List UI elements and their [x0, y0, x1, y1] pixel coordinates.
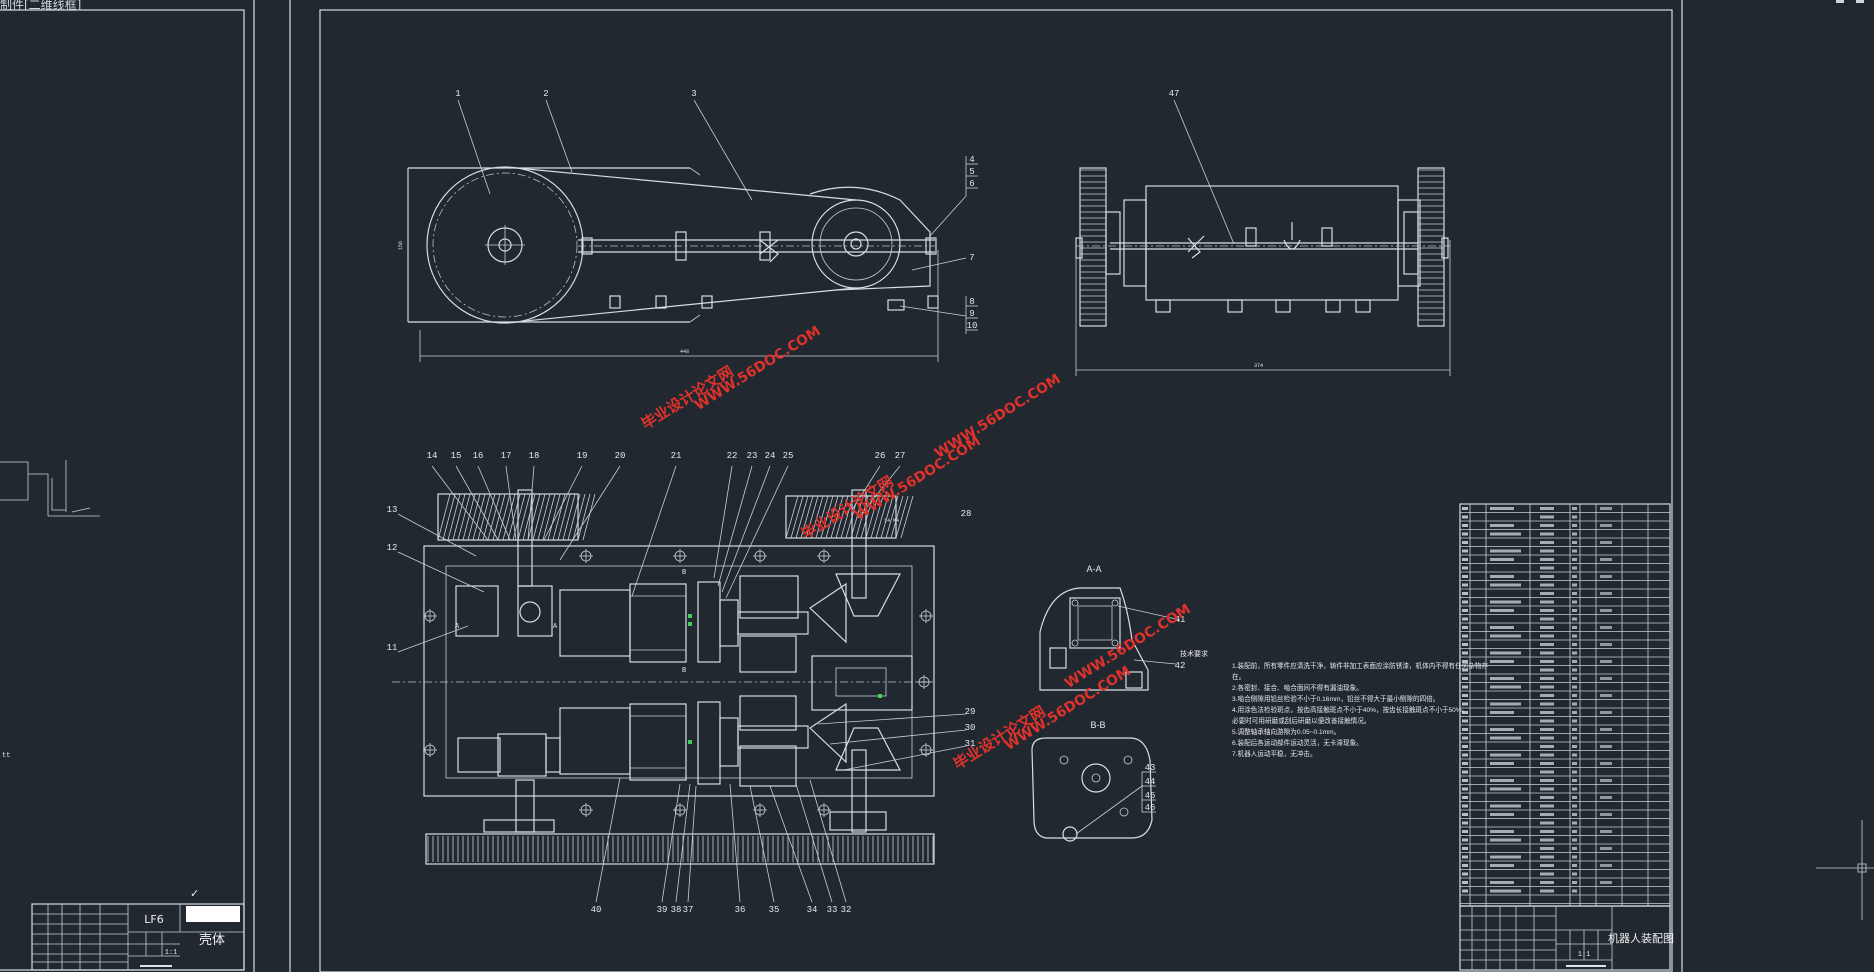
- front-view-wheels: 374: [1075, 99, 1451, 376]
- left-title-block: LF6 1:1 壳体: [31, 903, 245, 971]
- callout-number: 25: [783, 451, 794, 461]
- callout-number: 3: [691, 89, 696, 99]
- plan-view-assembly: A A B B 14 M4: [392, 465, 967, 903]
- callout-number: 35: [769, 905, 780, 915]
- tech-requirement-line: 2.各密封、接合、啮合面间不得有漏油现象。: [1232, 683, 1363, 692]
- callout-number: 11: [387, 643, 398, 653]
- callout-number: 40: [591, 905, 602, 915]
- callout-number: 10: [967, 321, 978, 331]
- callout-number: 34: [807, 905, 818, 915]
- tech-requirement-line: 必要时可用研磨或刮后研磨以便改善接触情况。: [1232, 716, 1370, 725]
- callout-number: 8: [969, 297, 974, 307]
- callout-number: 19: [577, 451, 588, 461]
- callout-number: 23: [747, 451, 758, 461]
- section-bb-label: B-B: [1090, 720, 1105, 730]
- callout-number: 17: [501, 451, 512, 461]
- callout-number: 4: [969, 155, 974, 165]
- callout-number: 16: [473, 451, 484, 461]
- callout-number: 20: [615, 451, 626, 461]
- svg-text:A: A: [553, 623, 558, 631]
- left-title-scale: 1:1: [165, 949, 178, 957]
- main-title-block: 机器人装配图 1:1: [1459, 905, 1674, 971]
- callout-number: 39: [657, 905, 668, 915]
- side-view-belt-drive: 448 156: [398, 99, 978, 362]
- tech-requirement-line: 3.啮合侧隙用铅丝检验不小于0.16mm，铅丝不得大于最小侧隙的四倍。: [1232, 694, 1439, 703]
- technical-requirements: 技术要求 1.装配前，所有零件应清洗干净，铸件非加工表面应涂防锈漆，机体内不得有…: [1180, 649, 1488, 758]
- svg-text:374: 374: [1254, 363, 1263, 369]
- callout-number: 37: [683, 905, 694, 915]
- callout-number: 46: [1145, 803, 1156, 813]
- callout-number: 1: [455, 89, 460, 99]
- callout-number: 13: [387, 505, 398, 515]
- callout-number: 22: [727, 451, 738, 461]
- callout-number: 38: [671, 905, 682, 915]
- left-title-part-name: 壳体: [199, 933, 225, 948]
- svg-text:448: 448: [680, 349, 689, 355]
- tech-requirement-line: 在。: [1232, 672, 1245, 681]
- section-aa-label: A-A: [1086, 564, 1101, 574]
- callout-number: 24: [765, 451, 776, 461]
- watermark-text: WWW.56DOC.COM: [932, 371, 1064, 462]
- section-aa: A-A: [1039, 564, 1181, 691]
- tech-requirements-heading: 技术要求: [1180, 649, 1208, 658]
- roughness-check-mark: ✓: [190, 888, 199, 900]
- tech-requirement-line: 7.机器人运动平稳，无冲击。: [1232, 749, 1317, 758]
- callout-number: 41: [1175, 615, 1186, 625]
- svg-text:156: 156: [398, 241, 404, 250]
- main-title-drawing-name: 机器人装配图: [1608, 931, 1674, 945]
- callout-number: 21: [671, 451, 682, 461]
- callout-number: 45: [1145, 791, 1156, 801]
- callout-number: 2: [543, 89, 548, 99]
- left-sheet: tt ✓: [0, 0, 291, 972]
- left-title-material: LF6: [144, 913, 163, 926]
- watermark-text: WWW.56DOC.COM: [692, 323, 824, 414]
- tech-requirement-line: 1.装配前，所有零件应清洗干净，铸件非加工表面应涂防锈漆，机体内不得有任何杂物存: [1232, 661, 1488, 670]
- callout-number: 44: [1145, 777, 1156, 787]
- drawing-tab-title[interactable]: 制件[二维线框]: [0, 0, 82, 12]
- callout-number: 28: [961, 509, 972, 519]
- tech-requirement-line: 4.用涂色法检验斑点，按齿高接触斑点不小于40%，按齿长接触斑点不小于50%。: [1232, 705, 1468, 714]
- callout-number: 33: [827, 905, 838, 915]
- callout-number: 36: [735, 905, 746, 915]
- callout-number: 7: [969, 253, 974, 263]
- svg-text:14 M4: 14 M4: [884, 518, 899, 524]
- watermark-group: 毕业设计论文网WWW.56DOC.COM毕业设计论文网WWW.56DOC.COM…: [638, 323, 1194, 773]
- callout-number: 12: [387, 543, 398, 553]
- svg-text:A: A: [455, 623, 460, 631]
- callout-number: 15: [451, 451, 462, 461]
- callout-number: 32: [841, 905, 852, 915]
- callout-number: 42: [1175, 661, 1186, 671]
- callout-number: 31: [965, 739, 976, 749]
- callout-number: 14: [427, 451, 438, 461]
- tech-requirement-line: 6.装配后各运动部件运动灵活，无卡滞现象。: [1232, 738, 1363, 747]
- svg-text:B: B: [682, 667, 686, 675]
- callout-number: 27: [895, 451, 906, 461]
- section-bb: B-B: [1031, 720, 1156, 842]
- tech-requirement-line: 5.调整轴承轴向游隙为0.05~0.1mm。: [1232, 727, 1340, 736]
- main-sheet-frame: [319, 0, 1874, 972]
- callout-number: 47: [1169, 89, 1180, 99]
- callout-number: 29: [965, 707, 976, 717]
- callout-number: 30: [965, 723, 976, 733]
- callout-number: 5: [969, 167, 974, 177]
- callout-number: 18: [529, 451, 540, 461]
- callout-number: 9: [969, 309, 974, 319]
- callout-number: 43: [1145, 763, 1156, 773]
- callout-number: 6: [969, 179, 974, 189]
- svg-text:tt: tt: [2, 752, 10, 760]
- callout-number: 26: [875, 451, 886, 461]
- main-title-scale: 1:1: [1578, 951, 1591, 959]
- parts-list-table: [1459, 503, 1671, 907]
- svg-text:B: B: [682, 569, 686, 577]
